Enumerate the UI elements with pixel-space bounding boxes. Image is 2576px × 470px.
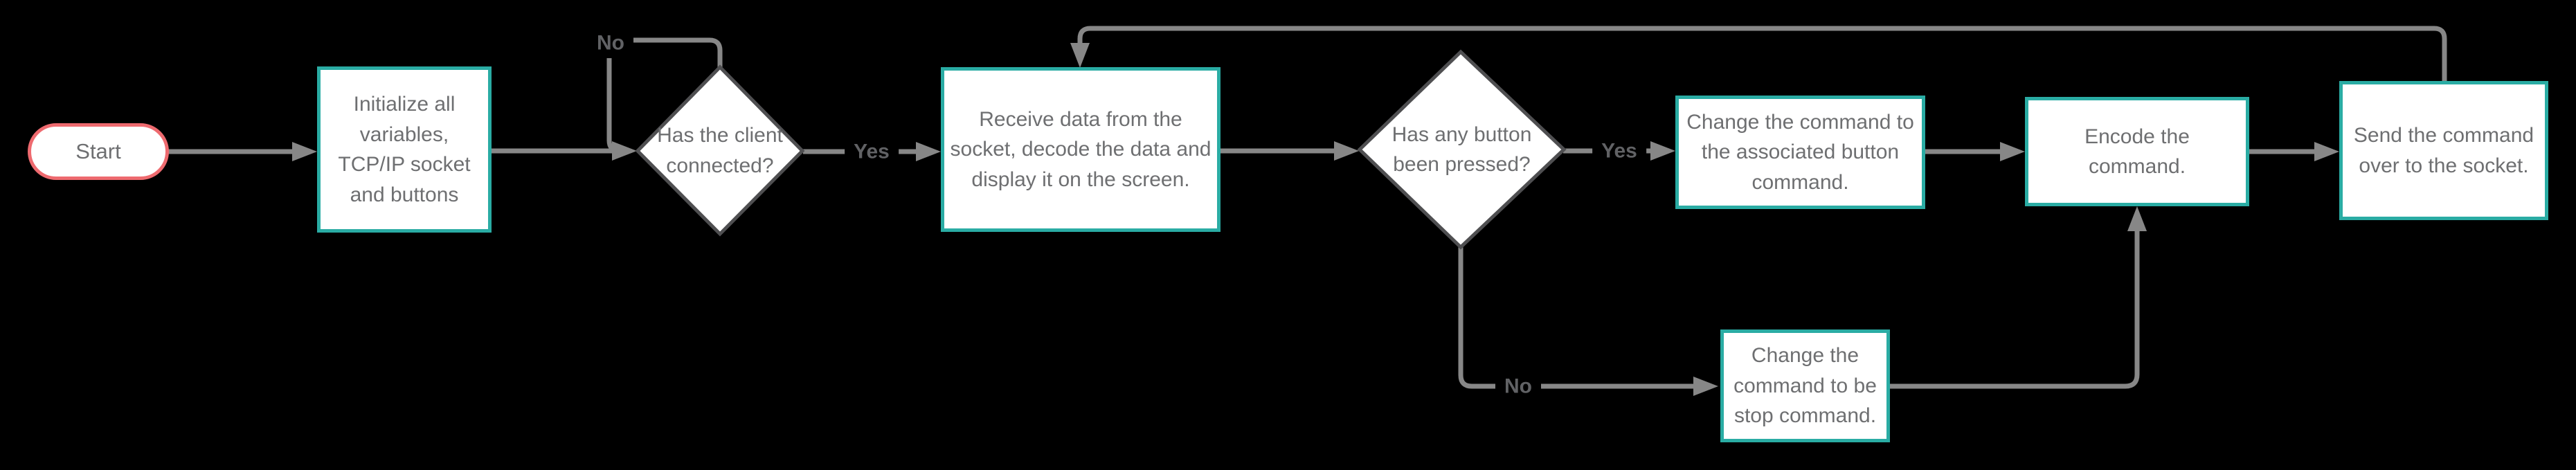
button-pressed-diamond-shape [1357,49,1567,250]
node-initialize-process: Initialize all variables, TCP/IP socket … [317,66,492,233]
edge-button-pressed-stop [1458,246,1696,389]
node-encode-label: Encode the command. [2084,125,2190,179]
edge-stop-encode [1890,228,2140,389]
node-receive-process: Receive data from the socket, decode the… [941,67,1221,232]
node-start-terminator: Start [28,123,169,180]
arrowhead-change [1650,141,1675,161]
node-send-process: Send the command over to the socket. [2339,81,2548,220]
arrowhead-receive [916,142,941,161]
node-stop-process: Change the command to be stop command. [1720,329,1890,442]
edge-label-no-loop: No [588,31,633,55]
edge-send-receive-loop [1077,26,2447,82]
arrowhead-button-pressed [1334,141,1359,161]
node-button-pressed-decision: Has any button been pressed? [1357,49,1567,250]
node-encode-process: Encode the command. [2025,97,2249,206]
node-initialize-label: Initialize all variables, TCP/IP socket … [338,93,471,206]
arrowhead-init [292,142,317,161]
node-start-label: Start [75,138,121,163]
arrowhead-receive-top [1070,43,1090,68]
node-button-pressed-label: Has any button been pressed? [1391,123,1532,177]
arrowhead-encode-bottom [2127,206,2147,231]
node-client-connected-decision: Has the client connected? [635,64,805,237]
arrowhead-send [2314,142,2339,161]
edge-label-no-pressed: No [1495,374,1541,398]
arrowhead-stop [1693,377,1718,396]
node-stop-label: Change the command to be stop command. [1733,344,1877,428]
node-send-label: Send the command over to the socket. [2353,124,2534,177]
edge-no-loop-return [606,58,627,154]
node-client-connected-label: Has the client connected? [657,124,783,177]
edge-label-yes-connected: Yes [845,140,899,163]
node-change-assoc-label: Change the command to the associated but… [1686,110,1914,194]
node-change-assoc-process: Change the command to the associated but… [1675,96,1925,209]
edge-no-loop-top [628,37,723,68]
client-connected-diamond-shape [635,64,805,237]
node-receive-label: Receive data from the socket, decode the… [950,107,1212,191]
arrowhead-encode [2000,142,2025,161]
edge-label-yes-pressed: Yes [1592,139,1646,163]
